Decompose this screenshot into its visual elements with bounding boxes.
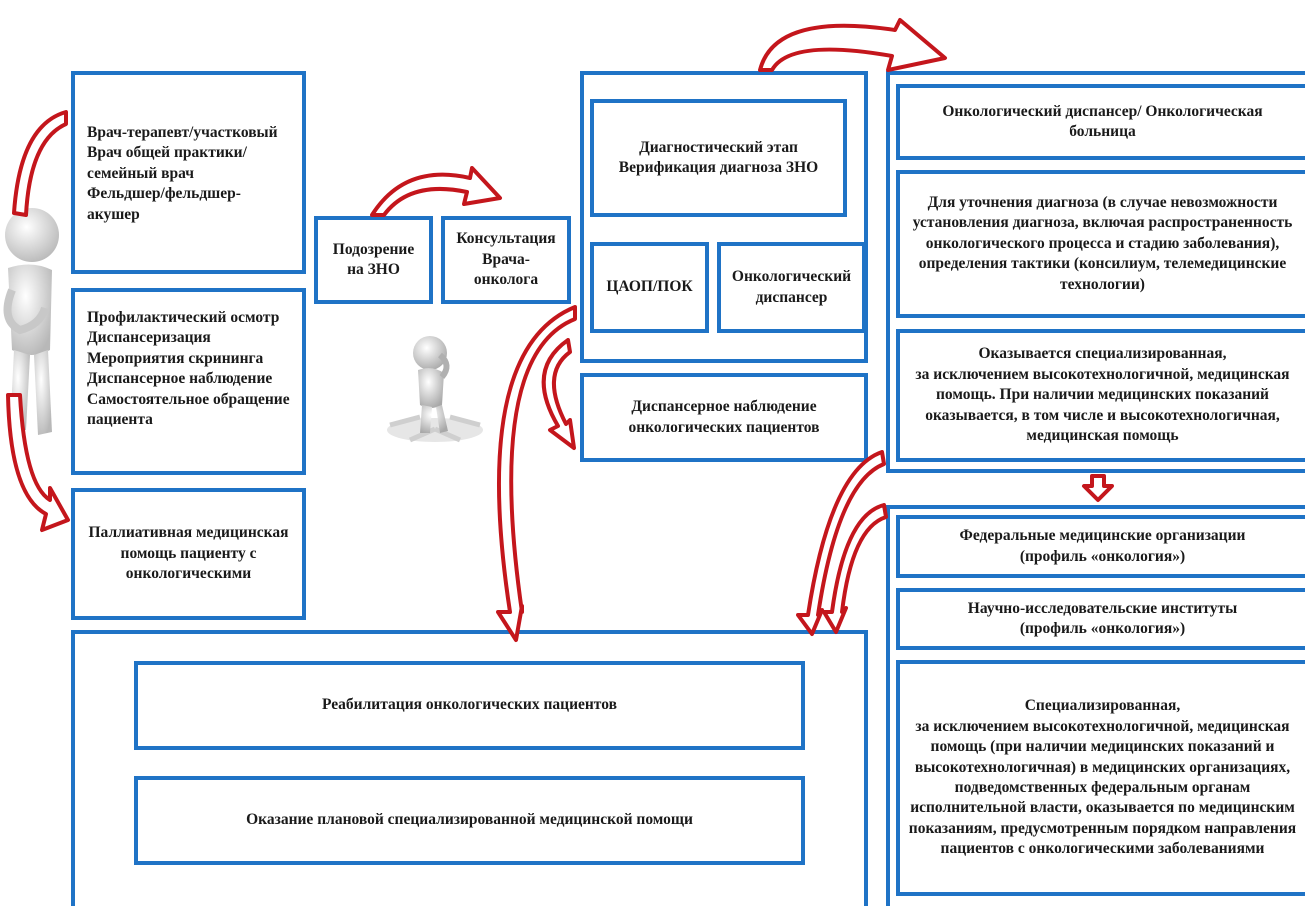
arrow-suspicion-to-consultation: [370, 166, 502, 217]
dispensary-observation-text: Диспансерное наблюдение онкологических п…: [628, 398, 820, 436]
person-figure-icon: [3, 208, 59, 435]
palliative-text: Паллиативная медицинская помощь пациенту…: [88, 524, 289, 583]
arrow-diagnostic-to-dispensary: [758, 18, 947, 72]
suspicion-box: Подозрение на ЗНО: [314, 216, 433, 304]
clarify-diagnosis-text: Для уточнения диагноза (в случае невозмо…: [912, 193, 1293, 293]
arrow-down-to-federal: [1082, 474, 1114, 502]
diagnostic-text: Диагностический этап Верификация диагноз…: [618, 138, 819, 176]
planned-care-box: Оказание плановой специализированной мед…: [134, 776, 805, 865]
federal-orgs-text: Федеральные медицинские организации (про…: [959, 527, 1246, 565]
arrow-to-observation: [541, 338, 576, 450]
onco-dispensary-small-box: Онкологический диспансер: [717, 242, 866, 333]
onco-dispensary-small-text: Онкологический диспансер: [731, 268, 852, 306]
federal-care-box: Специализированная, за исключением высок…: [896, 660, 1305, 896]
arrow-to-palliative: [6, 393, 70, 532]
suspicion-text: Подозрение на ЗНО: [332, 240, 415, 278]
arrow-to-doctors: [12, 110, 68, 217]
consultation-text: Консультация Врача-онколога: [456, 230, 556, 289]
rehabilitation-text: Реабилитация онкологических пациентов: [322, 696, 617, 714]
research-institutes-text: Научно-исследовательские институты (проф…: [967, 599, 1238, 637]
federal-care-text: Специализированная, за исключением высок…: [908, 697, 1297, 858]
federal-orgs-box: Федеральные медицинские организации (про…: [896, 515, 1305, 578]
diagnostic-box: Диагностический этап Верификация диагноз…: [590, 99, 847, 217]
doctors-box: Врач-терапевт/участковый Врач общей прак…: [71, 71, 306, 274]
onco-dispensary-hospital-text: Онкологический диспансер/ Онкологическая…: [942, 102, 1263, 140]
consultation-box: Консультация Врача-онколога: [441, 216, 571, 304]
caop-text: ЦАОП/ПОК: [606, 278, 693, 296]
specialized-care-text: Оказывается специализированная, за исклю…: [915, 345, 1290, 445]
prevention-box: Профилактический осмотр Диспансеризация …: [71, 288, 306, 475]
arrow-care-to-rehab-2: [822, 503, 888, 634]
arrow-consultation-to-rehab: [496, 305, 577, 642]
specialized-care-box: Оказывается специализированная, за исклю…: [896, 329, 1305, 462]
caop-box: ЦАОП/ПОК: [590, 242, 709, 333]
doctors-text: Врач-терапевт/участковый Врач общей прак…: [87, 124, 278, 223]
prevention-text: Профилактический осмотр Диспансеризация …: [87, 309, 290, 429]
clarify-diagnosis-box: Для уточнения диагноза (в случае невозмо…: [896, 170, 1305, 318]
arrow-care-to-rehab-1: [796, 450, 886, 636]
onco-dispensary-hospital-box: Онкологический диспансер/ Онкологическая…: [896, 84, 1305, 160]
research-institutes-box: Научно-исследовательские институты (проф…: [896, 588, 1305, 650]
planned-care-text: Оказание плановой специализированной мед…: [246, 811, 693, 829]
thinking-figure-icon: [387, 336, 483, 443]
dispensary-observation-box: Диспансерное наблюдение онкологических п…: [580, 373, 868, 462]
rehabilitation-box: Реабилитация онкологических пациентов: [134, 661, 805, 750]
palliative-box: Паллиативная медицинская помощь пациенту…: [71, 488, 306, 620]
